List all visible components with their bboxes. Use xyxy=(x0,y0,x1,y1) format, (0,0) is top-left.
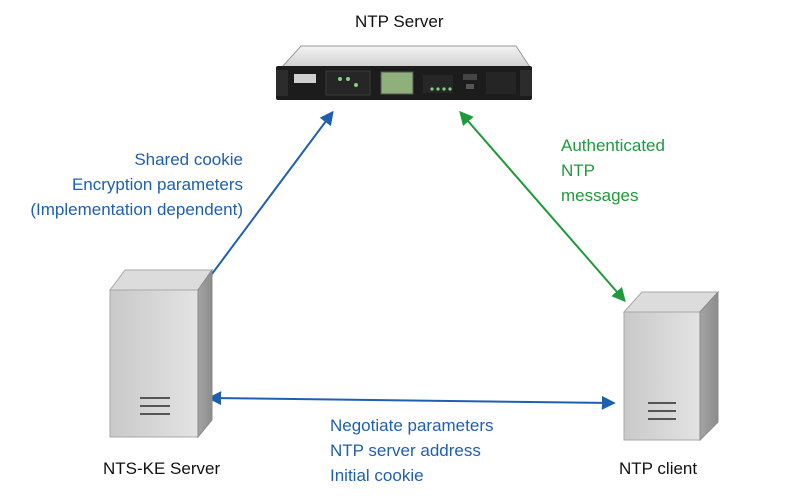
server-tower-icon xyxy=(109,268,213,439)
annotation-line: Initial cookie xyxy=(330,466,424,485)
arrow-ke-to-ntp-server xyxy=(198,110,334,293)
rack-server-icon xyxy=(276,45,532,100)
annotation-line: NTP xyxy=(561,161,595,180)
annotation-line: (Implementation dependent) xyxy=(30,200,243,219)
arrow-ke-to-client xyxy=(207,391,616,410)
annotation-line: Authenticated xyxy=(561,136,665,155)
client-to-server-annotation: Authenticated NTP messages xyxy=(561,133,665,208)
server-tower-icon xyxy=(622,290,720,442)
ntp-server-label: NTP Server xyxy=(355,12,444,31)
annotation-line: NTP server address xyxy=(330,441,481,460)
annotation-line: Negotiate parameters xyxy=(330,416,494,435)
arrow-client-to-ntp-server xyxy=(459,110,626,303)
nts-ke-server-label: NTS-KE Server xyxy=(103,459,221,478)
ke-to-client-annotation: Negotiate parameters NTP server address … xyxy=(330,413,493,488)
annotation-line: messages xyxy=(561,186,639,205)
annotation-line: Encryption parameters xyxy=(71,175,243,194)
ke-to-server-annotation: Shared cookie Encryption parameters (Imp… xyxy=(30,147,243,222)
annotation-line: Shared cookie xyxy=(134,150,243,169)
ntp-client-label: NTP client xyxy=(619,459,698,478)
